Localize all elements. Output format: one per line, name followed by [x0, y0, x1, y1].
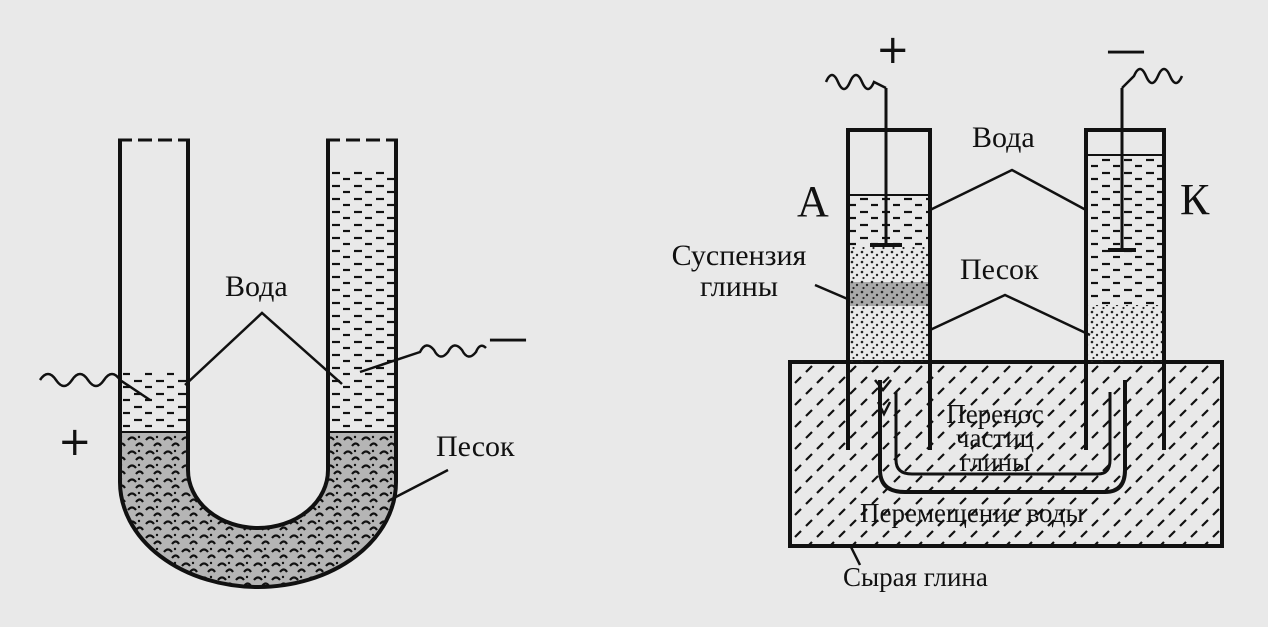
- right-sand-label: Песок: [960, 253, 1039, 286]
- particle-transfer-label: Перенос частиц глины: [930, 399, 1060, 477]
- flow-arrows: [874, 379, 892, 417]
- anode-letter-a: А: [797, 177, 829, 226]
- water-movement-label: Перемещение воды: [860, 498, 1084, 528]
- right-plus-sign: +: [876, 27, 910, 73]
- channel-inner: [894, 392, 1112, 476]
- left-anode-wire: [38, 372, 151, 402]
- left-plus-sign: +: [58, 419, 92, 465]
- suspension-leader: [814, 283, 851, 302]
- clay-suspension-label: Суспензия глины: [664, 240, 814, 302]
- wet-clay-leader: [848, 544, 862, 566]
- anode-wire: [824, 73, 887, 91]
- left-water-leader: [184, 311, 343, 386]
- u-tube-sand: [120, 432, 396, 587]
- particle-transfer-line-3: глины: [959, 447, 1031, 477]
- tube-k: [1084, 128, 1166, 450]
- tube-a: [846, 128, 932, 450]
- tube-a-water: [848, 195, 930, 247]
- u-tube-inner-wall: [186, 140, 330, 530]
- cathode-wire: [1121, 67, 1184, 89]
- right-water-label: Вода: [972, 121, 1035, 154]
- left-arm-water: [122, 370, 186, 432]
- clay-suspension-line-1: Суспензия: [671, 239, 807, 272]
- u-tube-outer-wall: [118, 140, 398, 589]
- right-water-leader: [929, 168, 1087, 212]
- tube-k-sand: [1086, 305, 1164, 362]
- right-arm-water: [330, 170, 394, 432]
- wet-clay-block: [788, 360, 1224, 548]
- wet-clay-label: Сырая глина: [843, 562, 988, 592]
- left-sand-label: Песок: [436, 430, 515, 463]
- tube-a-suspension: [848, 247, 930, 362]
- tube-k-water: [1086, 155, 1164, 305]
- particle-transfer-line-2: частиц: [955, 423, 1035, 453]
- right-sand-leader: [929, 293, 1091, 337]
- channel-outer: [878, 380, 1127, 494]
- left-water-label: Вода: [225, 270, 288, 303]
- clay-suspension-line-2: глины: [699, 270, 779, 303]
- u-tube: [118, 138, 398, 589]
- left-minus-sign: —: [488, 315, 528, 361]
- left-sand-leader: [389, 468, 449, 502]
- left-cathode-wire: [359, 344, 487, 374]
- particle-transfer-line-1: Перенос: [946, 399, 1044, 429]
- cathode-letter-k: К: [1180, 175, 1210, 224]
- right-minus-sign: —: [1106, 27, 1146, 73]
